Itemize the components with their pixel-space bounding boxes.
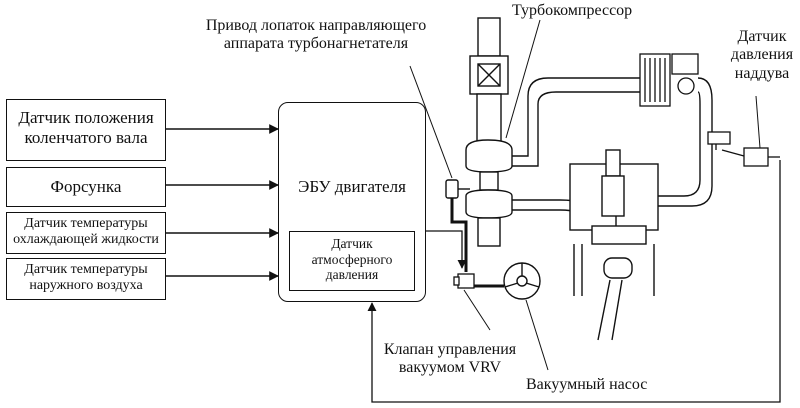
engine-block [569, 149, 659, 341]
input-label-line: охлаждающей жидкости [13, 232, 159, 248]
input-label-line: коленчатого вала [24, 127, 148, 147]
baro-sensor-box: Датчик атмосферного давления [289, 231, 415, 291]
ecu-to-vrv-line [425, 230, 467, 269]
vrv-valve-label-line: Клапан управления [383, 341, 517, 358]
boost-sensor [707, 131, 780, 167]
baro-sensor-label-line: давления [325, 267, 379, 283]
turbocharger-label: Турбокомпрессор [512, 2, 633, 19]
actuator-label: Привод лопаток направляющего аппарата ту… [196, 17, 436, 54]
input-arrows [166, 124, 279, 281]
input-label-line: Датчик температуры [24, 262, 148, 277]
input-label-line: Форсунка [50, 177, 122, 196]
input-box-air-temp-sensor: Датчик температуры наружного воздуха [6, 258, 166, 300]
vrv-valve-label: Клапан управления вакуумом VRV [372, 341, 528, 378]
vacuum-pump [503, 262, 541, 300]
input-box-crankshaft-sensor: Датчик положения коленчатого вала [6, 99, 166, 161]
actuator-label-line: Привод лопаток направляющего [205, 17, 427, 34]
intake-pipe [512, 77, 713, 207]
vacuum-pump-label: Вакуумный насос [526, 376, 648, 393]
input-label-line: наружного воздуха [29, 278, 143, 294]
boost-sensor-label-line: Датчик [737, 28, 787, 45]
boost-sensor-label-line: наддува [734, 64, 790, 82]
intercooler [639, 53, 699, 107]
ecu-label: ЭБУ двигателя [298, 177, 406, 196]
boost-sensor-label: Датчик давления наддува [726, 28, 798, 83]
vgt-actuator [445, 179, 470, 199]
ecu-box: ЭБУ двигателя Датчик атмосферного давлен… [278, 102, 426, 302]
input-box-injector: Форсунка [6, 167, 166, 207]
boost-sensor-label-line: давления [730, 46, 794, 64]
input-box-coolant-temp-sensor: Датчик температуры охлаждающей жидкости [6, 212, 166, 254]
baro-sensor-label-line: Датчик [331, 236, 373, 251]
vrv-valve-label-line: вакуумом VRV [398, 359, 502, 377]
input-label-line: Датчик положения [18, 108, 154, 127]
actuator-label-line: аппарата турбонагнетателя [223, 35, 409, 53]
boost-feedback-line [367, 160, 781, 403]
input-label-line: Датчик температуры [24, 216, 148, 231]
baro-sensor-label-line: атмосферного [311, 251, 393, 267]
leader-lines [409, 19, 761, 371]
vrv-valve [453, 273, 475, 289]
turbocharger [465, 17, 513, 247]
